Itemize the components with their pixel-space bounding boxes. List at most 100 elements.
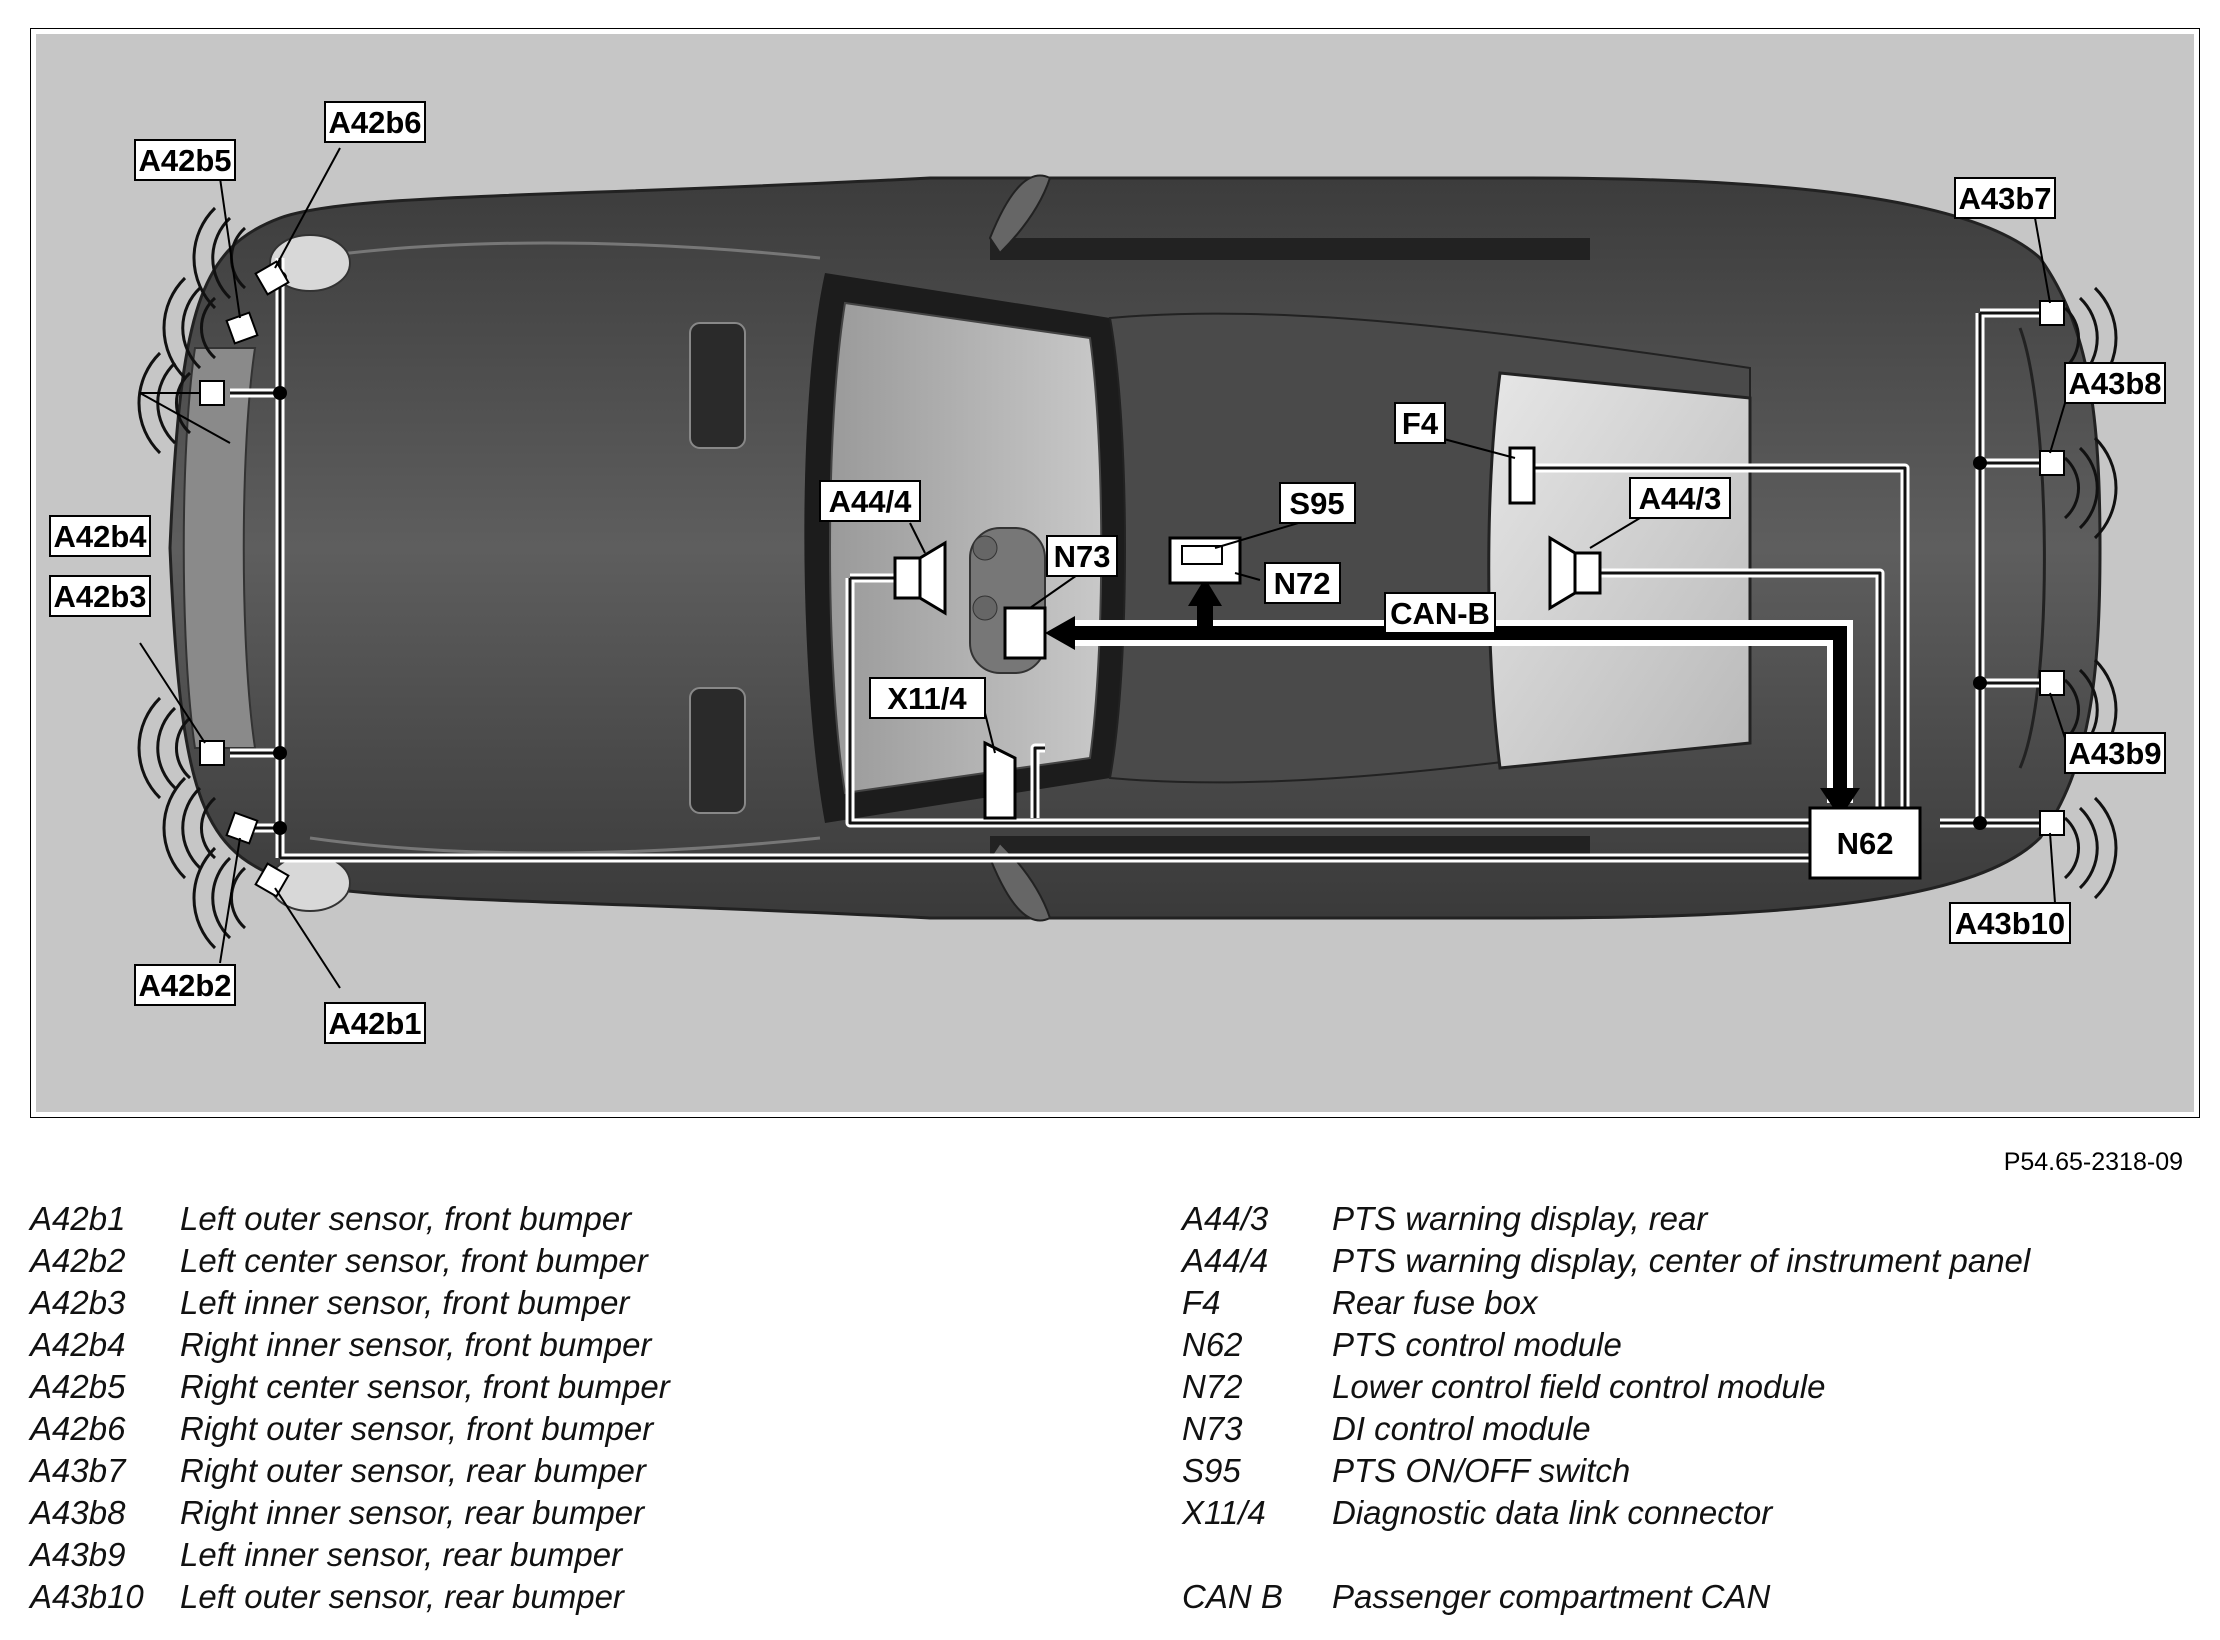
label-box-a43b7: [1954, 177, 2056, 219]
label-a43b7: A43b7: [1958, 181, 2051, 216]
legend-code: A42b5: [30, 1368, 126, 1405]
n73-module-icon: [1003, 606, 1047, 660]
a44-3-display-icon: [1548, 535, 1602, 611]
sensor-a42b4-icon: [199, 380, 225, 406]
label-can-b: CAN-B: [1390, 596, 1490, 631]
legend-desc: Left outer sensor, rear bumper: [180, 1578, 624, 1615]
sensor-a42b5-icon: [225, 311, 259, 345]
label-n73: N73: [1054, 539, 1111, 574]
sensor-waves: [137, 206, 2118, 950]
legend-code: A42b3: [30, 1284, 126, 1321]
legend-code: A42b2: [30, 1242, 126, 1279]
label-s95: S95: [1289, 486, 1344, 521]
legend-desc: PTS warning display, center of instrumen…: [1332, 1242, 2031, 1279]
legend-code: F4: [1182, 1284, 1221, 1321]
legend-desc: Left center sensor, front bumper: [180, 1242, 648, 1279]
vehicle-diagram-svg: N62 A42b6 A42b5 A42b4 A42b3 A42b2: [30, 28, 2200, 1118]
label-box-a44-3: [1629, 477, 1731, 519]
legend-code: A44/4: [1182, 1242, 1269, 1279]
label-a43b9: A43b9: [2068, 736, 2161, 771]
label-box-a44-4: [819, 480, 921, 522]
can-bus-line: [1070, 626, 1847, 803]
legend-desc: Right outer sensor, rear bumper: [180, 1452, 646, 1489]
label-f4: F4: [1402, 406, 1439, 441]
sensor-a43b8-icon: [2039, 450, 2065, 476]
label-a44-3: A44/3: [1639, 481, 1722, 516]
label-box-a42b6: [324, 101, 426, 143]
label-box-x11-4: [869, 677, 986, 719]
sensor-a42b6-icon: [254, 260, 290, 296]
junction-dot: [1973, 676, 1987, 690]
junction-dot: [273, 821, 287, 835]
legend-row: A43b10 Left outer sensor, rear bumper: [30, 1576, 670, 1618]
hood-vent-bottom: [689, 687, 746, 814]
leader-lines: [139, 147, 2066, 989]
reference-code: P54.65-2318-09: [2003, 1148, 2183, 1176]
vent-knob-1: [972, 535, 998, 561]
legend-row: F4 Rear fuse box: [1182, 1282, 2030, 1324]
vehicle-diagram: N62 A42b6 A42b5 A42b4 A42b3 A42b2: [30, 28, 2200, 1118]
label-a42b4: A42b4: [53, 519, 147, 554]
label-a43b10: A43b10: [1955, 906, 2065, 941]
f4-fuse-box-icon: [1508, 446, 1536, 505]
legend-code: A42b1: [30, 1200, 126, 1237]
legend-code: N73: [1182, 1410, 1243, 1447]
legend-row: N62 PTS control module: [1182, 1324, 2030, 1366]
label-a42b5: A42b5: [138, 143, 231, 178]
wiring-harness: [230, 258, 2040, 863]
door-sill-bottom: [990, 836, 1590, 858]
legend-code: N62: [1182, 1326, 1243, 1363]
label-a42b3: A42b3: [53, 579, 146, 614]
legend-code: A43b10: [30, 1578, 144, 1615]
label-box-a42b1: [324, 1002, 426, 1044]
legend-code: A43b7: [30, 1452, 126, 1489]
junction-dot: [1973, 456, 1987, 470]
label-a43b8: A43b8: [2068, 366, 2161, 401]
legend-row: N73 DI control module: [1182, 1408, 2030, 1450]
label-box-n73: [1046, 535, 1118, 577]
legend-desc: Left inner sensor, rear bumper: [180, 1536, 623, 1573]
label-box-a42b2: [134, 964, 236, 1006]
s95-switch-icon: [1181, 545, 1223, 565]
legend-desc: Right inner sensor, front bumper: [180, 1326, 652, 1363]
components: N62: [199, 260, 2065, 898]
sensor-a42b1-icon: [254, 862, 290, 898]
x11-4-connector-icon: [983, 740, 1017, 820]
legend-code: S95: [1182, 1452, 1241, 1489]
legend-desc: Rear fuse box: [1332, 1284, 1538, 1321]
legend-desc: DI control module: [1332, 1410, 1591, 1447]
legend-desc: Diagnostic data link connector: [1332, 1494, 1773, 1531]
legend-row: A42b5 Right center sensor, front bumper: [30, 1366, 670, 1408]
legend-row: A42b2 Left center sensor, front bumper: [30, 1240, 670, 1282]
sensor-a42b3-icon: [199, 740, 225, 766]
legend-code: A44/3: [1182, 1200, 1269, 1237]
legend-desc: PTS control module: [1332, 1326, 1622, 1363]
legend-desc: PTS ON/OFF switch: [1332, 1452, 1631, 1489]
label-box-f4: [1394, 402, 1446, 444]
door-sill-top: [990, 238, 1590, 260]
legend-code: A43b9: [30, 1536, 126, 1573]
hood-crease-bottom: [309, 836, 821, 855]
legend-row: S95 PTS ON/OFF switch: [1182, 1450, 2030, 1492]
legend-desc: PTS warning display, rear: [1332, 1200, 1708, 1237]
a44-4-display-icon: [893, 540, 947, 616]
junction-dot: [273, 386, 287, 400]
legend-desc: Right center sensor, front bumper: [180, 1368, 670, 1405]
front-grille: [182, 347, 257, 749]
headlight-right: [269, 234, 351, 292]
label-box-a42b5: [134, 139, 236, 181]
labels: A42b6 A42b5 A42b4 A42b3 A42b2 A42b1 A43b…: [49, 101, 2166, 1044]
can-arrow-n72: [1188, 578, 1222, 606]
label-box-a42b3: [49, 575, 151, 617]
rear-bumper-line: [2018, 327, 2046, 769]
sensor-a43b9-icon: [2039, 670, 2065, 696]
cabin-interior: [829, 301, 1103, 795]
mirror-right: [988, 174, 1052, 255]
